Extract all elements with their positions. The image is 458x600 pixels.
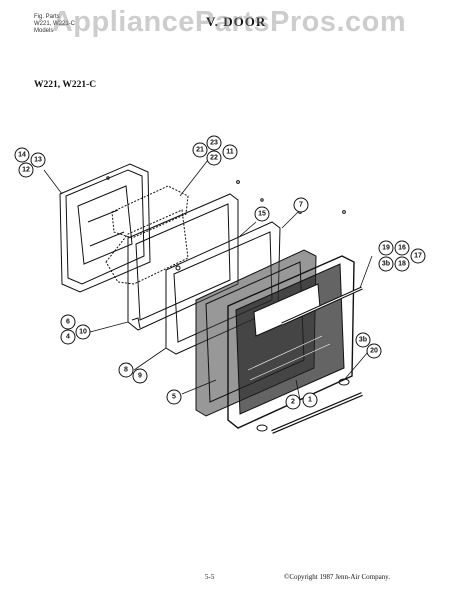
callout-4: 4 bbox=[60, 329, 76, 345]
callout-16-label: 16 bbox=[398, 245, 406, 252]
bottom-trim-strip-part bbox=[256, 378, 363, 434]
callout-1-label: 1 bbox=[308, 397, 312, 404]
callout-16: 16 bbox=[394, 240, 410, 256]
callout-21: 21 bbox=[192, 142, 208, 158]
callout-20-label: 20 bbox=[370, 348, 378, 355]
callout-2: 2 bbox=[285, 394, 301, 410]
callout-20: 20 bbox=[366, 343, 382, 359]
model-label: W221, W221-C bbox=[34, 80, 97, 90]
callout-5: 5 bbox=[166, 389, 182, 405]
callout-17-label: 17 bbox=[414, 253, 422, 260]
callout-22-label: 22 bbox=[210, 155, 218, 162]
callout-18-label: 18 bbox=[398, 261, 406, 268]
callout-19: 19 bbox=[378, 240, 394, 256]
callout-12-label: 12 bbox=[22, 167, 30, 174]
callout-14-label: 14 bbox=[18, 152, 26, 159]
callout-18: 18 bbox=[394, 256, 410, 272]
callout-23-label: 23 bbox=[210, 140, 218, 147]
callout-7: 7 bbox=[293, 197, 309, 213]
callout-10: 10 bbox=[75, 324, 91, 340]
callout-3b-top: 3b bbox=[378, 256, 394, 272]
callout-21-label: 21 bbox=[196, 147, 204, 154]
copyright-notice: ©Copyright 1987 Jenn-Air Company. bbox=[284, 573, 390, 581]
callout-8-label: 8 bbox=[124, 367, 128, 374]
leader-lines bbox=[43, 159, 373, 401]
header-line-2: W221, W221-C bbox=[34, 21, 76, 27]
callout-7-label: 7 bbox=[299, 202, 303, 209]
callout-2-label: 2 bbox=[291, 399, 295, 406]
insulation-part bbox=[105, 185, 189, 285]
header-left-text: Fig. Parts W221, W221-C Models bbox=[34, 14, 75, 35]
callout-5-label: 5 bbox=[172, 394, 176, 401]
outer-door-glass-part bbox=[227, 255, 355, 429]
callout-9-label: 9 bbox=[138, 373, 142, 380]
callout-1: 1 bbox=[302, 392, 318, 408]
callout-13-label: 13 bbox=[34, 157, 42, 164]
callout-15-label: 15 bbox=[258, 211, 266, 218]
callout-12: 12 bbox=[18, 162, 34, 178]
page-number: 5-5 bbox=[205, 573, 215, 581]
callout-17: 17 bbox=[410, 248, 426, 264]
header-line-1: Fig. Parts bbox=[34, 14, 60, 20]
callout-6-label: 6 bbox=[66, 319, 70, 326]
callout-9: 9 bbox=[132, 368, 148, 384]
callout-13: 13 bbox=[30, 152, 46, 168]
callout-3b-bottom-label: 3b bbox=[359, 337, 367, 344]
callout-4-label: 4 bbox=[66, 334, 70, 341]
callout-14: 14 bbox=[14, 147, 30, 163]
callout-11-label: 11 bbox=[226, 149, 234, 156]
callout-3b-top-label: 3b bbox=[382, 261, 390, 268]
callout-11: 11 bbox=[222, 144, 238, 160]
door-handle-part bbox=[281, 286, 363, 326]
callout-22: 22 bbox=[206, 150, 222, 166]
callout-10-label: 10 bbox=[79, 329, 87, 336]
callout-3b-bottom: 3b bbox=[355, 332, 371, 348]
outer-door-frame-part bbox=[59, 163, 151, 293]
callout-6: 6 bbox=[60, 314, 76, 330]
callout-23: 23 bbox=[206, 135, 222, 151]
section-title: V. DOOR bbox=[206, 14, 267, 29]
callout-19-label: 19 bbox=[382, 245, 390, 252]
header-line-3: Models bbox=[34, 28, 54, 34]
callout-15: 15 bbox=[254, 206, 270, 222]
callout-8: 8 bbox=[118, 362, 134, 378]
